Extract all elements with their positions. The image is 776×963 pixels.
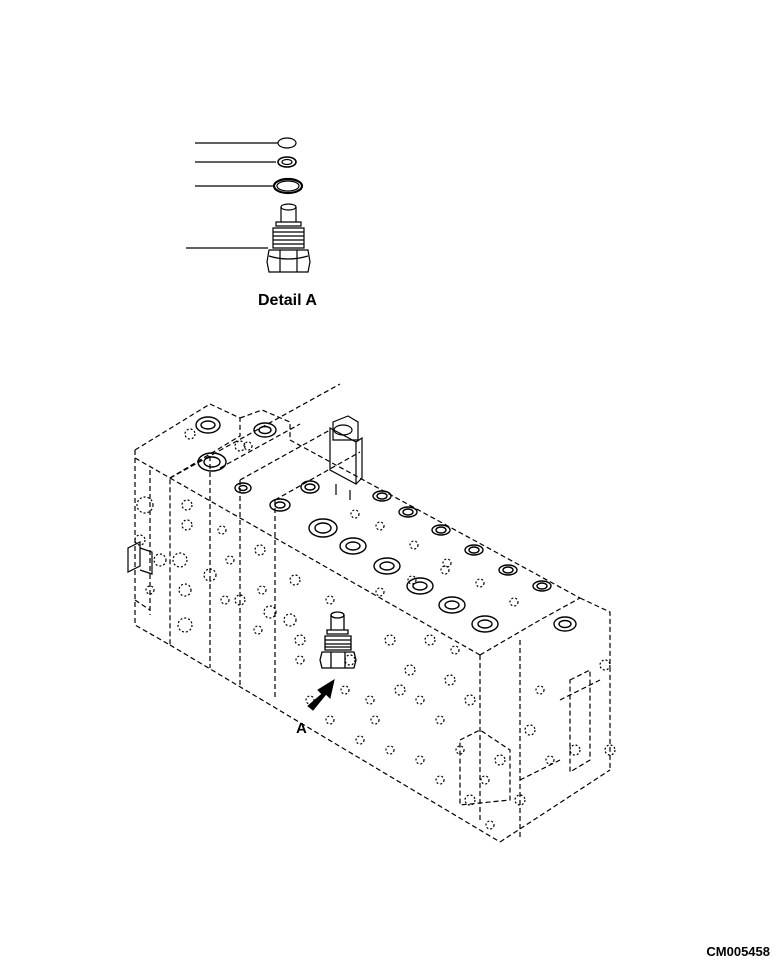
valve-plug xyxy=(267,204,310,272)
small-holes xyxy=(135,429,615,829)
backup-ring xyxy=(278,138,296,148)
top-ports xyxy=(196,417,576,632)
o-ring-large xyxy=(274,179,302,193)
left-cap-fitting xyxy=(128,542,152,574)
drawing-code: CM005458 xyxy=(706,944,770,959)
detail-title: Detail A xyxy=(258,292,317,309)
view-arrow xyxy=(308,680,334,710)
view-arrow-label: A xyxy=(296,720,307,737)
o-ring-small xyxy=(278,157,296,167)
top-relief-valve xyxy=(330,416,362,500)
control-valve-block xyxy=(128,384,615,842)
detail-a-exploded-view xyxy=(186,138,310,272)
highlighted-valve-plug xyxy=(320,612,356,668)
